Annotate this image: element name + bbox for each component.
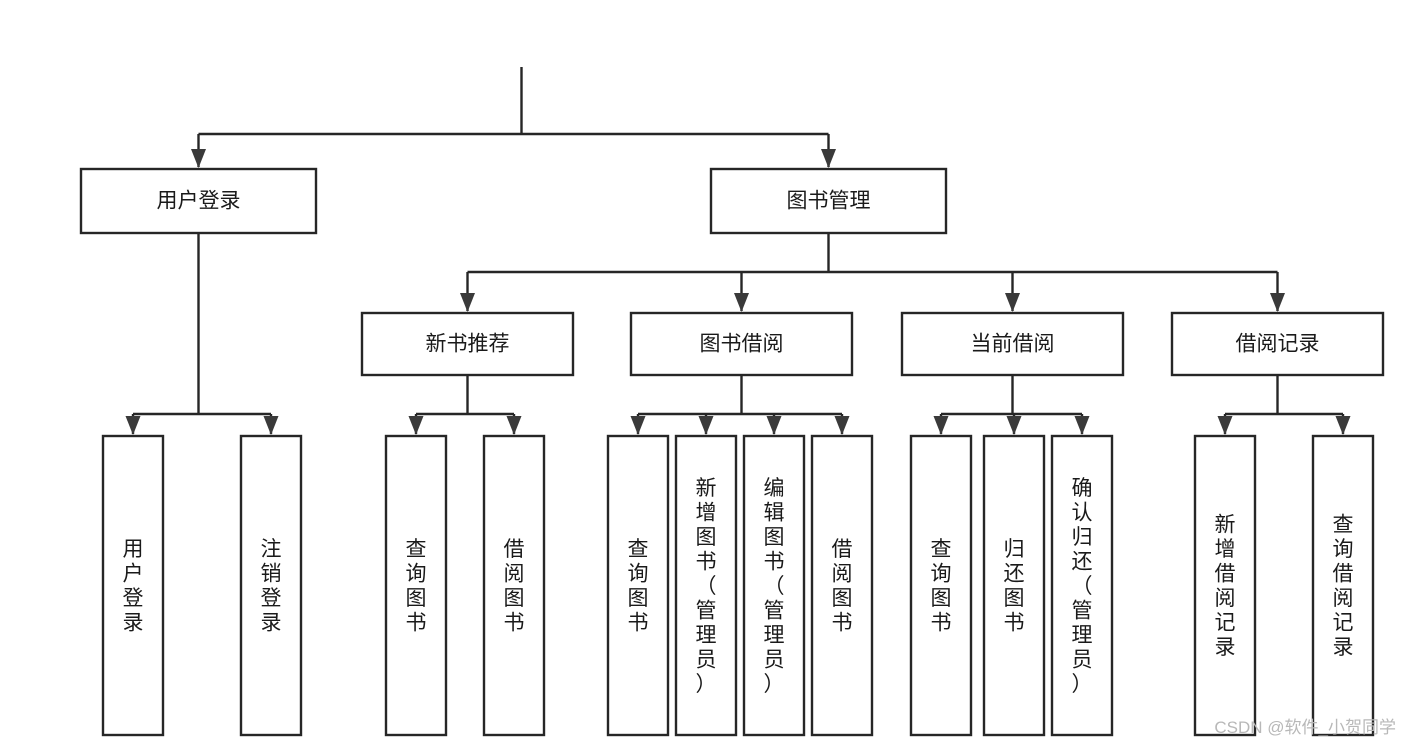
node-leaf-add-borrow-record-label: 新增借阅记录 xyxy=(1215,514,1236,660)
node-leaf-borrow-book-label: 借阅图书 xyxy=(832,538,853,635)
node-leaf-add-book-admin[interactable]: 新增图书（管理员） xyxy=(674,434,738,737)
node-leaf-return-book-label: 归还图书 xyxy=(1004,538,1025,635)
node-book-borrow-box[interactable] xyxy=(629,311,854,377)
node-leaf-edit-book-admin[interactable]: 编辑图书（管理员） xyxy=(742,434,806,737)
node-leaf-query-book-rec-label: 查询图书 xyxy=(406,538,427,635)
arrow-leaf-return-book xyxy=(1006,416,1022,435)
node-leaf-query-book-current[interactable]: 查询图书 xyxy=(909,434,973,737)
node-leaf-confirm-return-admin-box[interactable] xyxy=(1050,434,1114,737)
node-leaf-add-book-admin-label: 新增图书（管理员） xyxy=(696,477,717,696)
arrow-leaf-query-borrow-record xyxy=(1335,416,1351,435)
node-user-login-label: 用户登录 xyxy=(157,190,241,213)
node-leaf-logout-label: 注销登录 xyxy=(261,538,282,635)
node-leaf-borrow-book-rec[interactable]: 借阅图书 xyxy=(482,434,546,737)
node-book-manage[interactable]: 图书管理 xyxy=(709,167,948,235)
node-leaf-query-borrow-record[interactable]: 查询借阅记录 xyxy=(1311,434,1375,737)
connector-layer xyxy=(125,67,1351,435)
node-leaf-query-book-borrow-box[interactable] xyxy=(606,434,670,737)
arrow-l3-0 xyxy=(460,293,475,312)
node-leaf-add-book-admin-box[interactable] xyxy=(674,434,738,737)
arrow-l3-2 xyxy=(1005,293,1020,312)
arrow-l3-3 xyxy=(1270,293,1285,312)
node-leaf-logout-box[interactable] xyxy=(239,434,303,737)
node-user-login[interactable]: 用户登录 xyxy=(79,167,318,235)
node-new-book-recommend-label: 新书推荐 xyxy=(426,333,510,356)
arrow-l3-1 xyxy=(734,293,749,312)
node-leaf-query-book-borrow[interactable]: 查询图书 xyxy=(606,434,670,737)
node-leaf-query-book-current-box[interactable] xyxy=(909,434,973,737)
arrow-leaf-borrow-book-rec xyxy=(506,416,522,435)
node-leaf-borrow-book-rec-box[interactable] xyxy=(482,434,546,737)
node-book-borrow-label: 图书借阅 xyxy=(700,333,784,356)
node-leaf-query-book-rec[interactable]: 查询图书 xyxy=(384,434,448,737)
arrow-leaf-edit-book-admin xyxy=(766,416,782,435)
arrow-leaf-logout xyxy=(263,416,279,435)
node-leaf-confirm-return-admin[interactable]: 确认归还（管理员） xyxy=(1050,434,1114,737)
node-leaf-query-borrow-record-box[interactable] xyxy=(1311,434,1375,737)
node-leaf-return-book[interactable]: 归还图书 xyxy=(982,434,1046,737)
node-leaf-user-login-label: 用户登录 xyxy=(123,538,144,635)
node-layer: 用户登录图书管理新书推荐图书借阅当前借阅借阅记录用户登录注销登录查询图书借阅图书… xyxy=(79,167,1385,737)
node-leaf-borrow-book-box[interactable] xyxy=(810,434,874,737)
node-leaf-borrow-book-rec-label: 借阅图书 xyxy=(504,538,525,635)
node-new-book-recommend[interactable]: 新书推荐 xyxy=(360,311,575,377)
node-leaf-user-login[interactable]: 用户登录 xyxy=(101,434,165,737)
node-leaf-logout[interactable]: 注销登录 xyxy=(239,434,303,737)
node-leaf-query-borrow-record-label: 查询借阅记录 xyxy=(1333,514,1354,660)
arrow-leaf-query-book-borrow xyxy=(630,416,646,435)
arrow-leaf-confirm-return-admin xyxy=(1074,416,1090,435)
node-leaf-add-borrow-record[interactable]: 新增借阅记录 xyxy=(1193,434,1257,737)
node-user-login-box[interactable] xyxy=(79,167,318,235)
node-leaf-return-book-box[interactable] xyxy=(982,434,1046,737)
node-current-borrow[interactable]: 当前借阅 xyxy=(900,311,1125,377)
node-borrow-record-label: 借阅记录 xyxy=(1236,333,1320,356)
node-new-book-recommend-box[interactable] xyxy=(360,311,575,377)
node-leaf-borrow-book[interactable]: 借阅图书 xyxy=(810,434,874,737)
node-leaf-query-book-current-label: 查询图书 xyxy=(931,538,952,635)
node-current-borrow-label: 当前借阅 xyxy=(971,333,1055,356)
csdn-watermark: CSDN @软件_小贺同学 xyxy=(1214,718,1396,737)
node-leaf-query-book-rec-box[interactable] xyxy=(384,434,448,737)
node-leaf-edit-book-admin-box[interactable] xyxy=(742,434,806,737)
arrow-l2-1 xyxy=(821,149,836,168)
arrow-leaf-query-book-current xyxy=(933,416,949,435)
arrow-leaf-add-book-admin xyxy=(698,416,714,435)
node-borrow-record-box[interactable] xyxy=(1170,311,1385,377)
node-leaf-query-book-borrow-label: 查询图书 xyxy=(628,538,649,635)
arrow-leaf-user-login xyxy=(125,416,141,435)
node-leaf-edit-book-admin-label: 编辑图书（管理员） xyxy=(764,477,785,696)
node-book-manage-box[interactable] xyxy=(709,167,948,235)
node-current-borrow-box[interactable] xyxy=(900,311,1125,377)
node-borrow-record[interactable]: 借阅记录 xyxy=(1170,311,1385,377)
arrow-l2-0 xyxy=(191,149,206,168)
node-leaf-user-login-box[interactable] xyxy=(101,434,165,737)
node-book-borrow[interactable]: 图书借阅 xyxy=(629,311,854,377)
arrow-leaf-query-book-rec xyxy=(408,416,424,435)
node-leaf-confirm-return-admin-label: 确认归还（管理员） xyxy=(1072,477,1093,696)
node-leaf-add-borrow-record-box[interactable] xyxy=(1193,434,1257,737)
arrow-leaf-add-borrow-record xyxy=(1217,416,1233,435)
node-book-manage-label: 图书管理 xyxy=(787,190,871,213)
arrow-leaf-borrow-book xyxy=(834,416,850,435)
